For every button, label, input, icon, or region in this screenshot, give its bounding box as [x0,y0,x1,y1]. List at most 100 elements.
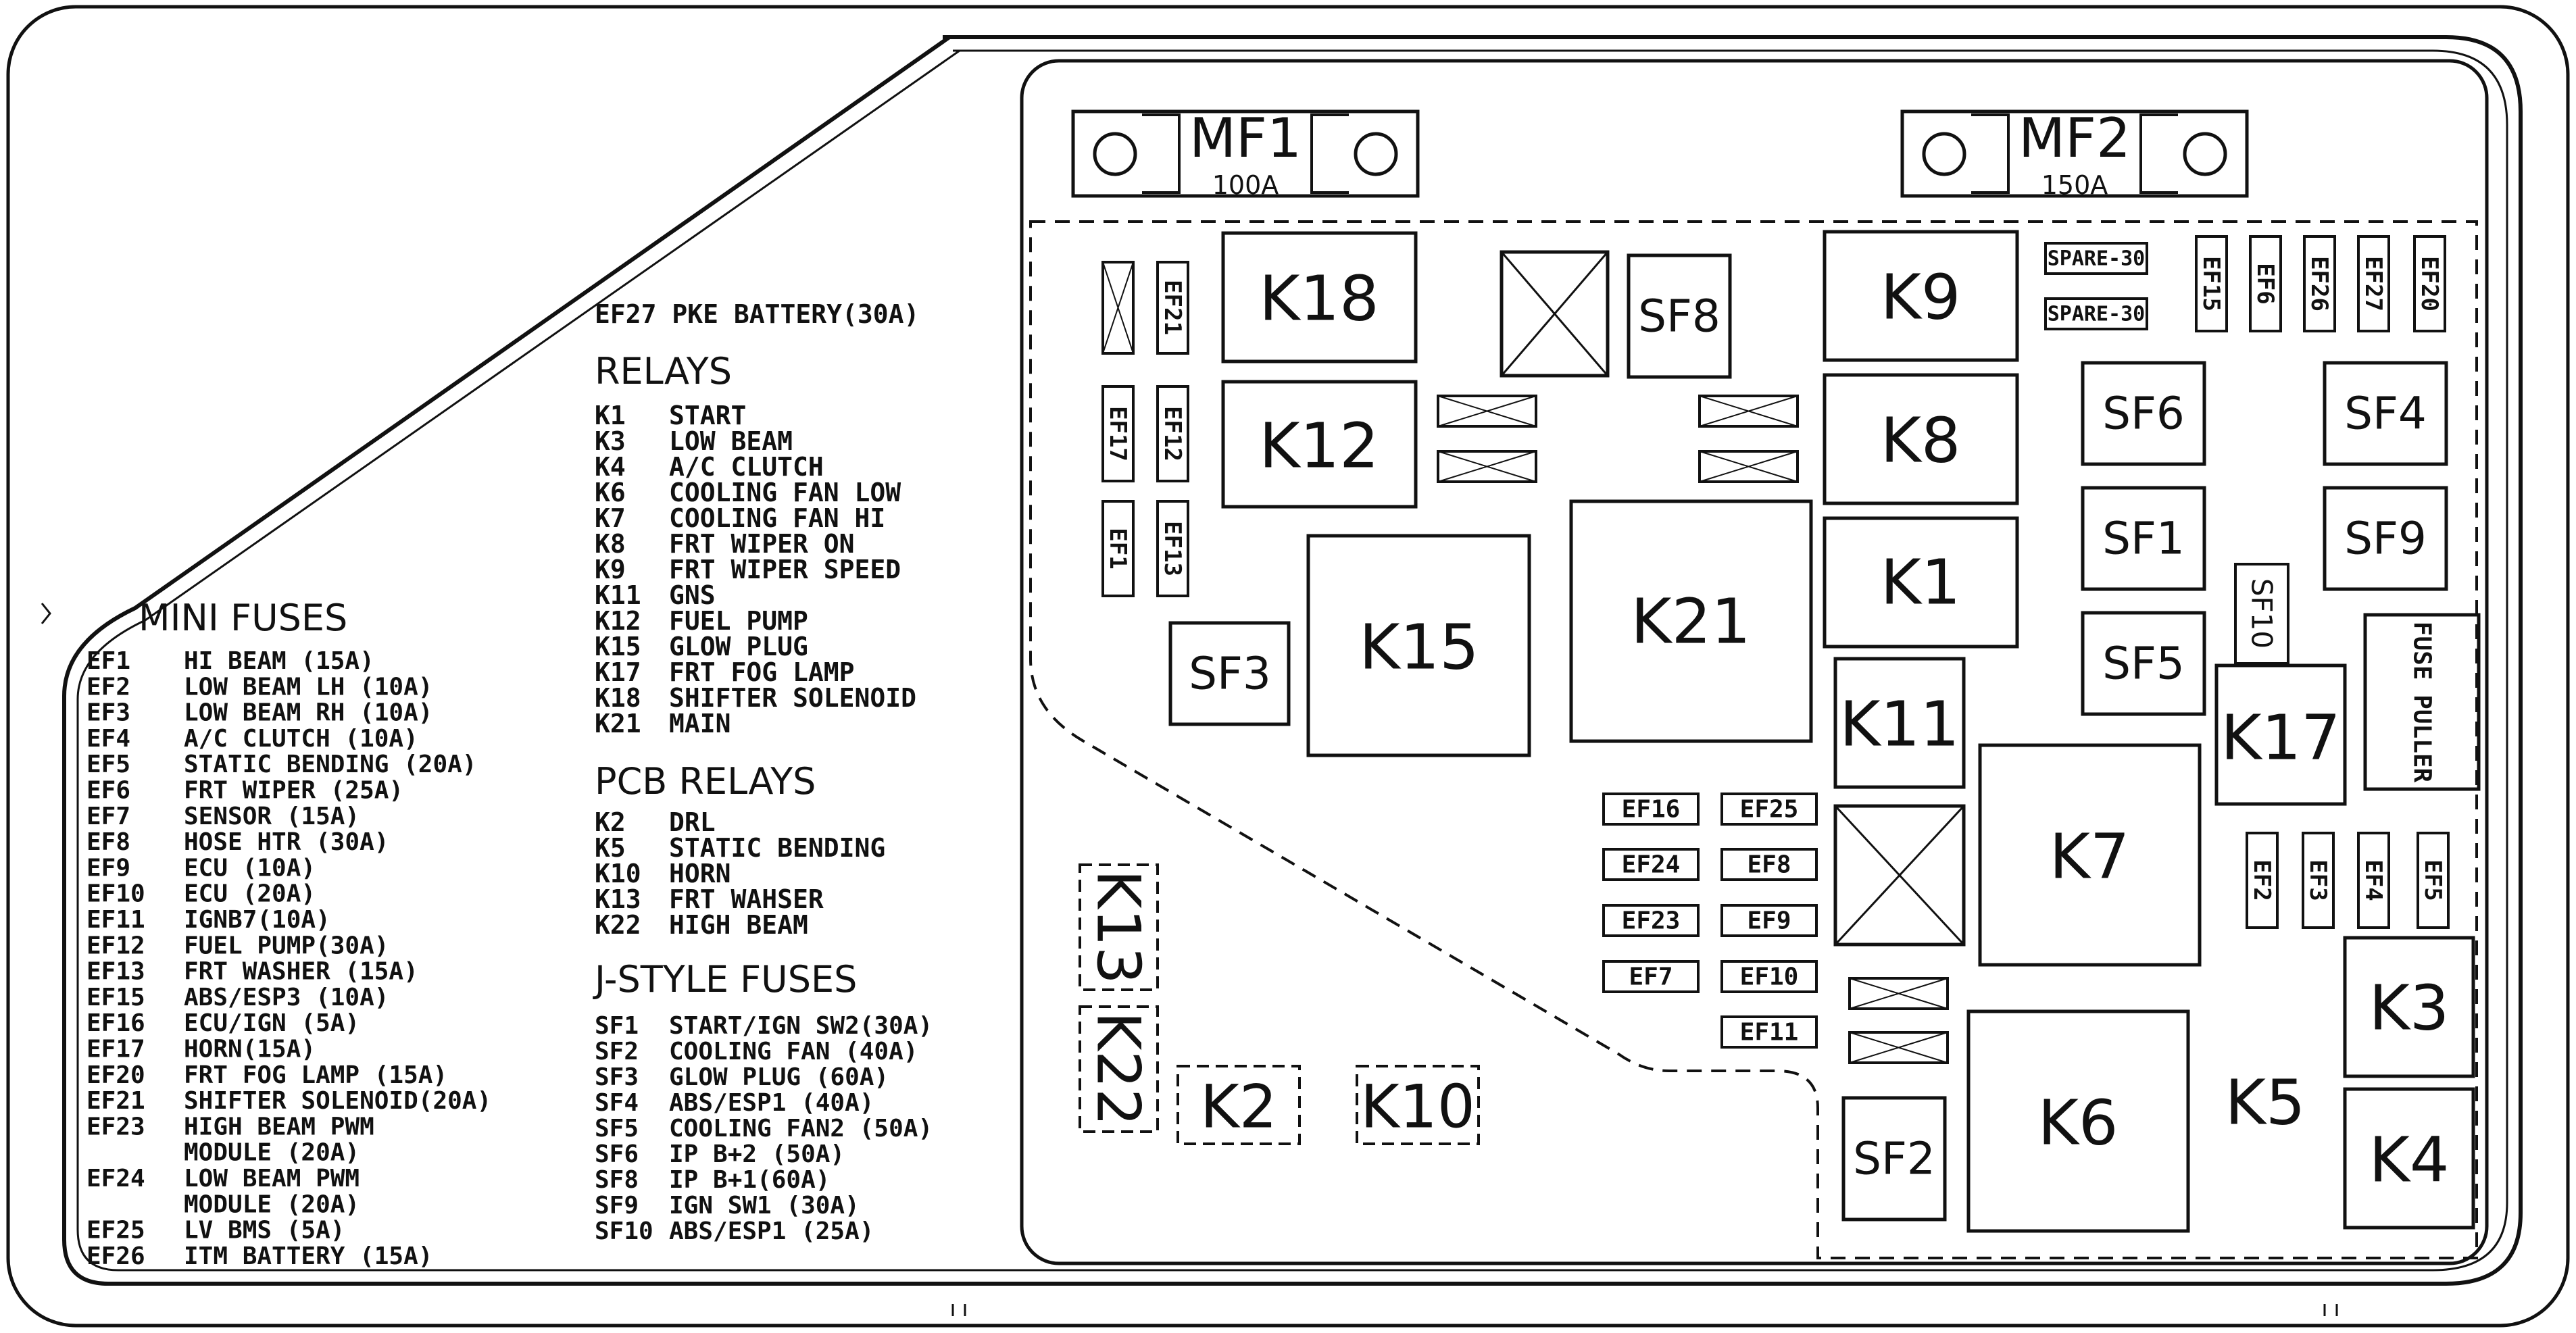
pcb-relay-legend-description: FRT WAHSER [669,884,824,914]
j-fuse-legend-item: SF8 IP B+1(60A) [595,1166,830,1194]
mini-fuse-legend-code: EF5 [86,751,130,778]
fuse-puller: FUSE PULLER [2363,613,2481,791]
minifuse-ef26-label: EF26 [2306,256,2333,311]
minifuse-ef23-label: EF23 [1622,907,1681,935]
empty-fuse-slot [1698,450,1799,483]
relay-legend-code: K6 [595,478,626,507]
minifuse-ef8-label: EF8 [1747,851,1791,879]
empty-fuse-slot [1848,977,1949,1010]
relay-legend-description: FRT WIPER SPEED [669,555,901,584]
mini-fuse-legend-description: LOW BEAM RH (10A) [184,699,432,727]
relay-k1-label: K1 [1881,547,1961,619]
mini-fuse-legend-description: FUEL PUMP(30A) [184,932,389,959]
relay-legend-code: K1 [595,401,626,430]
relay-legend-item: K9 FRT WIPER SPEED [595,555,901,584]
minifuse-ef4-label: EF4 [2360,859,2387,901]
minifuse-ef1-label: EF1 [1104,528,1131,569]
mini-fuse-legend-code: EF2 [86,673,130,701]
jfuse-sf10-box [2234,563,2289,665]
relay-legend-code: K9 [595,555,626,584]
mini-fuse-legend-description: FRT WIPER (25A) [184,777,403,805]
minifuse-ef6-box [2249,235,2282,332]
mini-fuse-legend-description: MODULE (20A) [184,1139,360,1167]
empty-fuse-slot [1437,395,1537,428]
j-fuse-legend-code: SF4 [595,1089,639,1117]
relays-list: K1 START K3 LOW BEAM K4 A/C CLUTCH K6 COOLING F… [595,401,916,738]
mini-fuse-legend-description: ECU (20A) [184,880,316,908]
mf1-rating: 100A [1212,170,1279,200]
spare-fuse-1: SPARE-30 [2044,242,2148,275]
j-fuse-legend-description: IP B+1(60A) [669,1166,830,1194]
minifuse-ef20-box [2413,235,2446,332]
mini-fuse-legend-code: EF25 [86,1217,145,1244]
mini-fuse-legend-code: EF6 [86,777,130,805]
relay-legend-code: K12 [595,606,641,636]
pcb-relay-legend-description: HORN [669,859,731,888]
jfuse-sf8-label: SF8 [1638,291,1720,343]
relay-legend-description: LOW BEAM [669,426,793,456]
relay-legend-code: K3 [595,426,626,456]
fuse-box [1020,59,2489,1265]
mf2-rating: 150A [2041,170,2108,200]
relay-k1-box [1823,516,2019,649]
pcb-relay-k10-label: K10 [1360,1072,1475,1142]
relay-k4-label: K4 [2369,1124,2450,1197]
minifuse-ef2-box [2246,832,2279,929]
minifuse-ef5-box [2417,832,2450,929]
relay-legend-description: START [669,401,746,430]
minifuse-ef26-box [2303,235,2336,332]
minifuse-ef17-label: EF17 [1104,406,1131,461]
relay-k15-label: K15 [1359,611,1479,684]
mini-fuse-legend-description: ECU/IGN (5A) [184,1009,360,1037]
relay-legend-description: COOLING FAN LOW [669,478,901,507]
jfuse-sf4-box [2323,361,2448,466]
mini-fuse-legend-description: HI BEAM (15A) [184,647,374,675]
jfuse-sf3-label: SF3 [1189,648,1271,700]
mini-fuses-heading: MINI FUSES [139,597,347,639]
relay-k21-box [1569,499,1813,743]
relay-legend-description: A/C CLUTCH [669,452,824,482]
pcb-relay-k2-box [1176,1065,1301,1145]
mini-fuse-legend-description: ECU (10A) [184,854,316,882]
relay-legend-code: K4 [595,452,626,482]
mini-fuse-legend-description: FRT FOG LAMP (15A) [184,1061,447,1089]
relay-legend-code: K8 [595,529,626,559]
empty-socket-large-2 [1833,804,1966,947]
relay-k9-label: K9 [1881,261,1961,334]
minifuse-ef13-label: EF13 [1159,521,1186,576]
spare-fuse-1-label: SPARE-30 [2048,247,2146,271]
pcb-relay-k10-box [1356,1065,1480,1145]
j-fuse-legend-description: COOLING FAN2 (50A) [669,1115,933,1142]
minifuse-ef25-box [1720,793,1818,826]
minifuse-ef20-label: EF20 [2416,256,2443,311]
minifuse-ef17-box [1101,385,1135,482]
relay-k17-box [2214,663,2347,806]
minifuse-ef6-label: EF6 [2252,263,2279,304]
minifuse-ef5-label: EF5 [2419,859,2446,901]
j-fuse-legend-description: IGN SW1 (30A) [669,1192,860,1219]
pcb-relay-legend-description: STATIC BENDING [669,833,885,863]
jfuse-sf8-box [1627,253,1732,379]
jfuse-sf4-label: SF4 [2344,388,2427,440]
empty-fuse-slot [1437,450,1537,483]
mini-fuse-legend-item: EF6 FRT WIPER (25A) [86,777,403,805]
j-fuse-legend-code: SF8 [595,1166,639,1194]
